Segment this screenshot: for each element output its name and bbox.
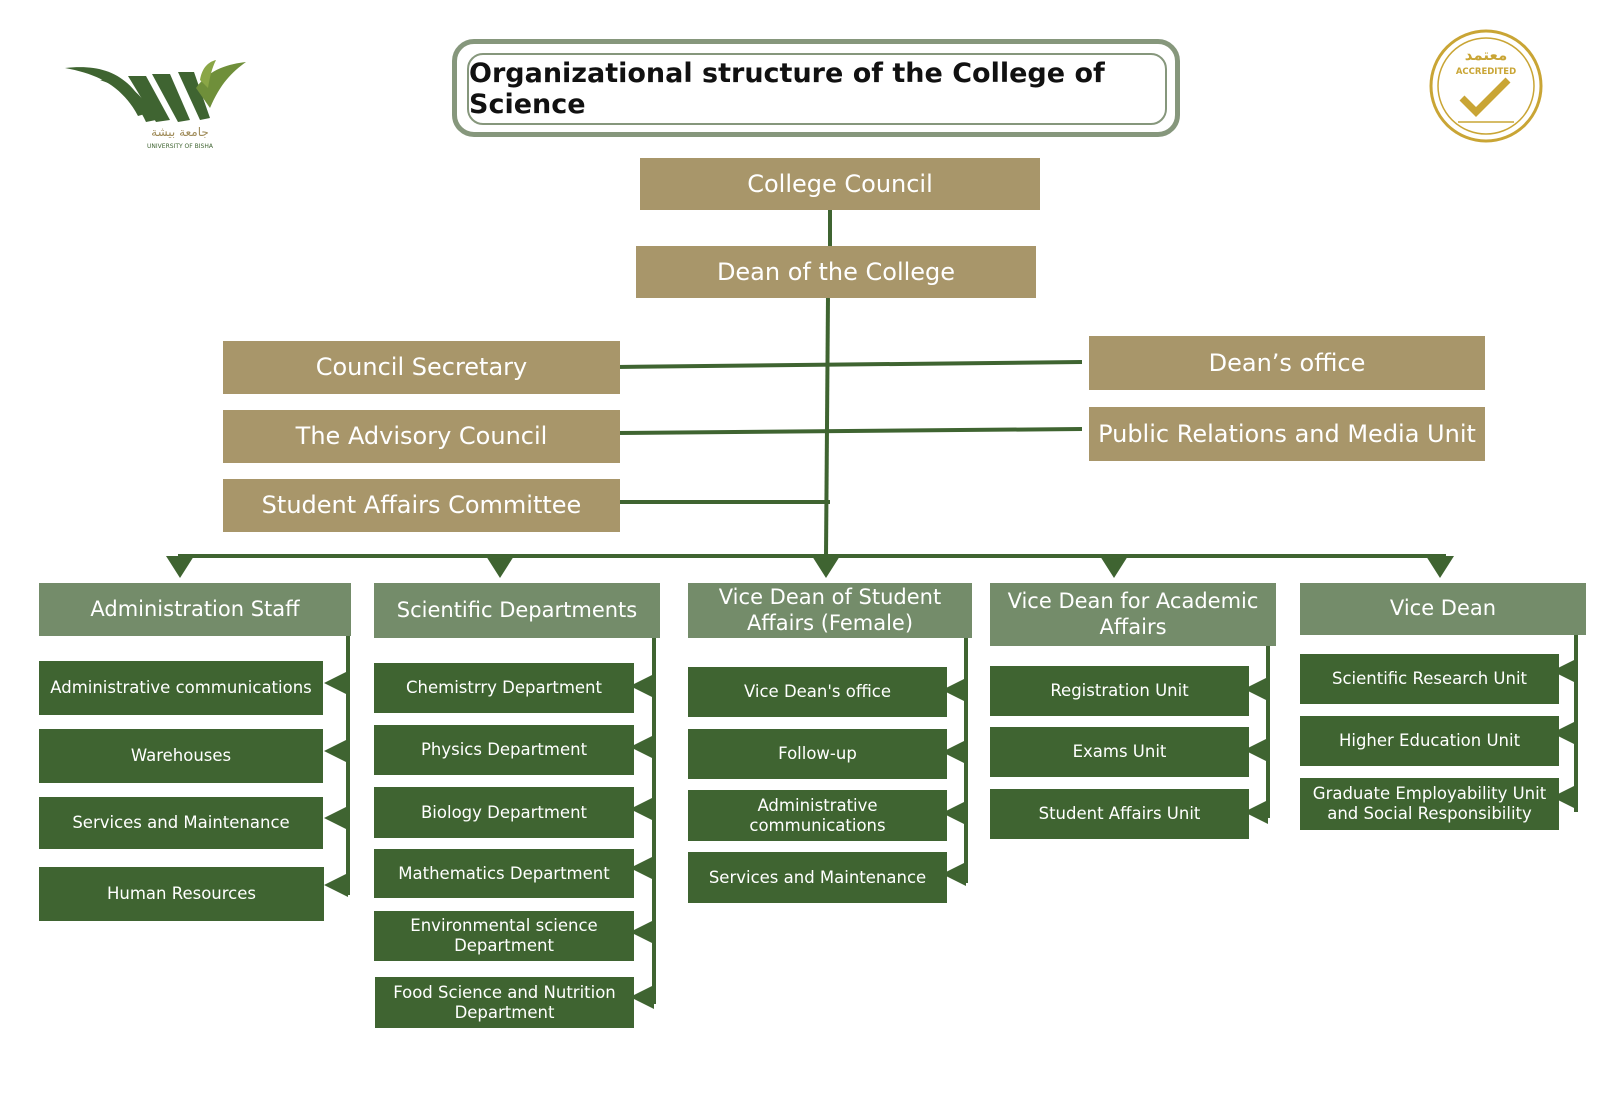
list-item: Follow-up bbox=[688, 729, 947, 779]
list-item: Physics Department bbox=[374, 725, 634, 775]
arrow-scientific-depts bbox=[486, 556, 514, 578]
connector-advisory-pr bbox=[615, 427, 1083, 435]
branch-title-label: Vice Dean of Student Affairs (Female) bbox=[718, 585, 942, 635]
list-item: Warehouses bbox=[39, 729, 323, 783]
list-item-label: Vice Dean's office bbox=[743, 682, 892, 702]
list-item-label: Registration Unit bbox=[1050, 681, 1189, 701]
seal-english-text: ACCREDITED bbox=[1456, 67, 1516, 77]
connector-main-trunk bbox=[824, 295, 830, 557]
list-item: Human Resources bbox=[39, 867, 324, 921]
accredited-seal: معتمد ACCREDITED bbox=[1429, 29, 1543, 143]
list-item-label: Mathematics Department bbox=[398, 863, 610, 883]
title-inner-frame: Organizational structure of the College … bbox=[467, 53, 1167, 125]
list-item: Student Affairs Unit bbox=[990, 789, 1249, 839]
list-item: Services and Maintenance bbox=[688, 852, 947, 903]
list-item: Administrative communications bbox=[39, 661, 323, 715]
pr-media-unit-box: Public Relations and Media Unit bbox=[1089, 407, 1485, 461]
list-item: Administrative communications bbox=[688, 790, 947, 841]
college-council-box: College Council bbox=[640, 158, 1040, 210]
list-item: Services and Maintenance bbox=[39, 797, 323, 849]
list-item-label: Biology Department bbox=[420, 802, 587, 822]
advisory-council-box: The Advisory Council bbox=[223, 410, 620, 463]
advisory-council-label: The Advisory Council bbox=[295, 422, 548, 451]
list-item: Scientific Research Unit bbox=[1300, 654, 1559, 704]
branch-title-vice-dean-female: Vice Dean of Student Affairs (Female) bbox=[688, 583, 972, 638]
page-title: Organizational structure of the College … bbox=[469, 58, 1105, 120]
list-item: Exams Unit bbox=[990, 727, 1249, 777]
list-item-label: Higher Education Unit bbox=[1338, 731, 1521, 751]
college-council-label: College Council bbox=[747, 169, 933, 198]
branch-title-vice-dean: Vice Dean bbox=[1300, 583, 1586, 635]
branch-title-label: Vice Dean bbox=[1389, 596, 1497, 621]
deans-office-label: Dean’s office bbox=[1208, 348, 1366, 377]
logo-english-text: UNIVERSITY OF BISHA bbox=[147, 143, 214, 150]
list-item: Food Science and Nutrition Department bbox=[375, 977, 634, 1028]
seal-arabic-text: معتمد bbox=[1465, 46, 1508, 64]
list-item-label: Services and Maintenance bbox=[708, 867, 927, 887]
council-secretary-box: Council Secretary bbox=[223, 341, 620, 394]
connector-secretary-office bbox=[615, 360, 1083, 369]
list-item-label: Exams Unit bbox=[1072, 742, 1167, 762]
logo-arabic-text: جامعة بيشة bbox=[151, 125, 209, 139]
arrow-vice-dean-academic bbox=[1100, 556, 1128, 578]
branch-title-label: Scientific Departments bbox=[396, 597, 638, 622]
branch-title-vice-dean-academic: Vice Dean for Academic Affairs bbox=[990, 583, 1276, 646]
list-item-label: Environmental science Department bbox=[410, 916, 598, 955]
list-item-label: Food Science and Nutrition Department bbox=[393, 982, 616, 1022]
title-frame bbox=[452, 39, 1180, 137]
arrow-vice-dean bbox=[1426, 556, 1454, 578]
council-secretary-label: Council Secretary bbox=[315, 353, 528, 382]
university-logo: جامعة بيشة UNIVERSITY OF BISHA bbox=[65, 60, 246, 150]
list-item: Environmental science Department bbox=[374, 911, 634, 961]
list-item-label: Graduate Employability Unit and Social R… bbox=[1312, 784, 1547, 823]
list-item: Higher Education Unit bbox=[1300, 716, 1559, 766]
branch-title-label: Vice Dean for Academic Affairs bbox=[1007, 589, 1259, 639]
list-item: Vice Dean's office bbox=[688, 667, 947, 717]
dean-label: Dean of the College bbox=[716, 257, 956, 286]
list-item-label: Warehouses bbox=[130, 746, 232, 766]
list-item-label: Follow-up bbox=[778, 744, 857, 764]
list-item: Mathematics Department bbox=[374, 849, 634, 898]
list-item-label: Chemistrry Department bbox=[406, 678, 602, 698]
item-pointers bbox=[324, 659, 1576, 1009]
list-item-label: Human Resources bbox=[106, 884, 256, 904]
list-item-label: Physics Department bbox=[420, 740, 588, 760]
branch-title-label: Administration Staff bbox=[90, 596, 300, 621]
list-item-label: Student Affairs Unit bbox=[1038, 804, 1201, 824]
pr-media-unit-label: Public Relations and Media Unit bbox=[1098, 419, 1476, 448]
deans-office-box: Dean’s office bbox=[1089, 336, 1485, 390]
arrow-admin-staff bbox=[166, 556, 194, 578]
student-affairs-committee-label: Student Affairs Committee bbox=[261, 491, 582, 520]
branch-title-admin-staff: Administration Staff bbox=[39, 583, 351, 636]
list-item-label: Administrative communications bbox=[749, 795, 886, 835]
list-item: Biology Department bbox=[374, 787, 634, 838]
list-item-label: Scientific Research Unit bbox=[1331, 669, 1528, 689]
list-item: Graduate Employability Unit and Social R… bbox=[1300, 778, 1559, 830]
list-item: Chemistrry Department bbox=[374, 663, 634, 713]
arrow-vice-dean-female bbox=[812, 556, 840, 578]
list-item-label: Administrative communications bbox=[50, 678, 312, 698]
list-item-label: Services and Maintenance bbox=[72, 813, 290, 833]
list-item: Registration Unit bbox=[990, 666, 1249, 716]
student-affairs-committee-box: Student Affairs Committee bbox=[223, 479, 620, 532]
dean-box: Dean of the College bbox=[636, 246, 1036, 298]
branch-title-scientific-depts: Scientific Departments bbox=[374, 583, 660, 638]
